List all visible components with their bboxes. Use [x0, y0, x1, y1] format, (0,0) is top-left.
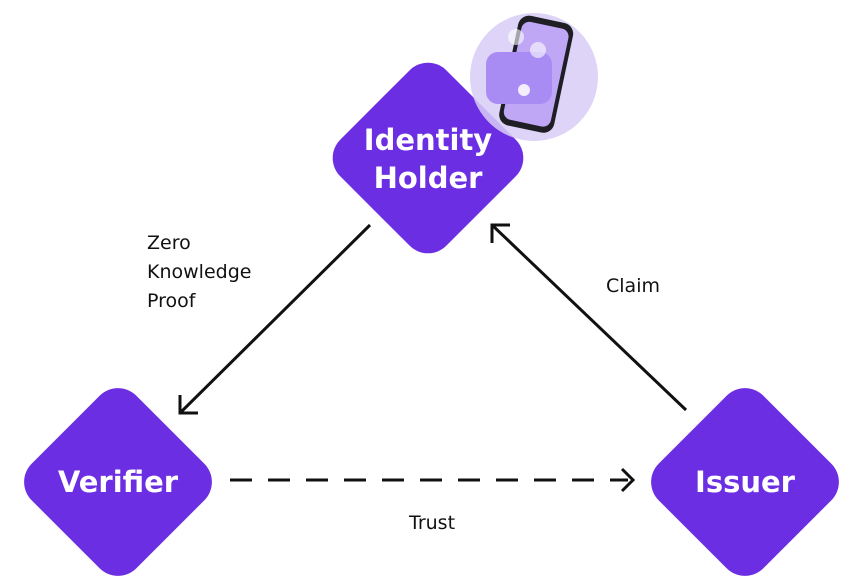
wallet-clasp [518, 84, 530, 96]
verifier-node[interactable]: Verifier [13, 377, 222, 581]
identity-holder-label-line2: Holder [374, 161, 484, 195]
wallet-card-badge-2 [530, 42, 546, 58]
zkp-label-line3: Proof [147, 290, 197, 312]
wallet-shape [486, 52, 552, 104]
trust-arrow-head [620, 467, 636, 493]
zkp-arrow [178, 223, 372, 415]
phone-wallet-icon [470, 13, 598, 141]
verifier-diamond [24, 388, 212, 576]
trust-arrow [230, 467, 636, 493]
claim-arrow-head [490, 223, 510, 243]
claim-arrow [490, 223, 688, 412]
identity-holder-label-line1: Identity [364, 123, 493, 157]
zkp-label-line1: Zero [147, 232, 191, 254]
verifier-label: Verifier [58, 465, 179, 499]
zkp-arrow-head [178, 395, 198, 415]
wallet-card-badge-1 [508, 29, 524, 45]
issuer-label: Issuer [695, 465, 796, 499]
issuer-diamond [651, 388, 839, 576]
identity-holder-diamond [332, 62, 524, 254]
claim-arrow-shaft [490, 223, 688, 412]
identity-holder-node[interactable]: Identity Holder [322, 52, 534, 264]
zkp-arrow-shaft [178, 223, 372, 415]
zkp-label-line2: Knowledge [147, 261, 251, 283]
trust-label: Trust [408, 512, 455, 534]
issuer-node[interactable]: Issuer [640, 377, 845, 581]
claim-label: Claim [606, 275, 660, 297]
